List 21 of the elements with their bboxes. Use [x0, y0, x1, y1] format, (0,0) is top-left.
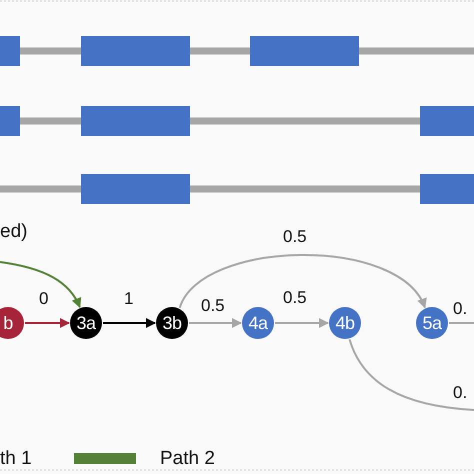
graph-node [329, 307, 361, 339]
graph-node [70, 307, 102, 339]
arrow [178, 254, 426, 308]
arrow [0, 261, 81, 308]
node-label: b [3, 312, 13, 334]
graph-node [156, 307, 188, 339]
arrow [275, 318, 329, 328]
node-label: 4a [248, 312, 268, 334]
node-label: 4b [335, 312, 355, 334]
graph-node [416, 307, 448, 339]
panel-label: ed) [0, 221, 28, 243]
graph-node [0, 307, 24, 339]
graph-node [242, 307, 274, 339]
arrow [189, 318, 242, 328]
node-label: 3a [76, 312, 96, 334]
node-label: 5a [422, 312, 442, 334]
node-label: 3b [162, 312, 182, 334]
legend-label: th 1 [0, 448, 32, 470]
arrow [103, 318, 156, 328]
arrow [25, 318, 70, 328]
legend-label: Path 2 [160, 448, 215, 470]
